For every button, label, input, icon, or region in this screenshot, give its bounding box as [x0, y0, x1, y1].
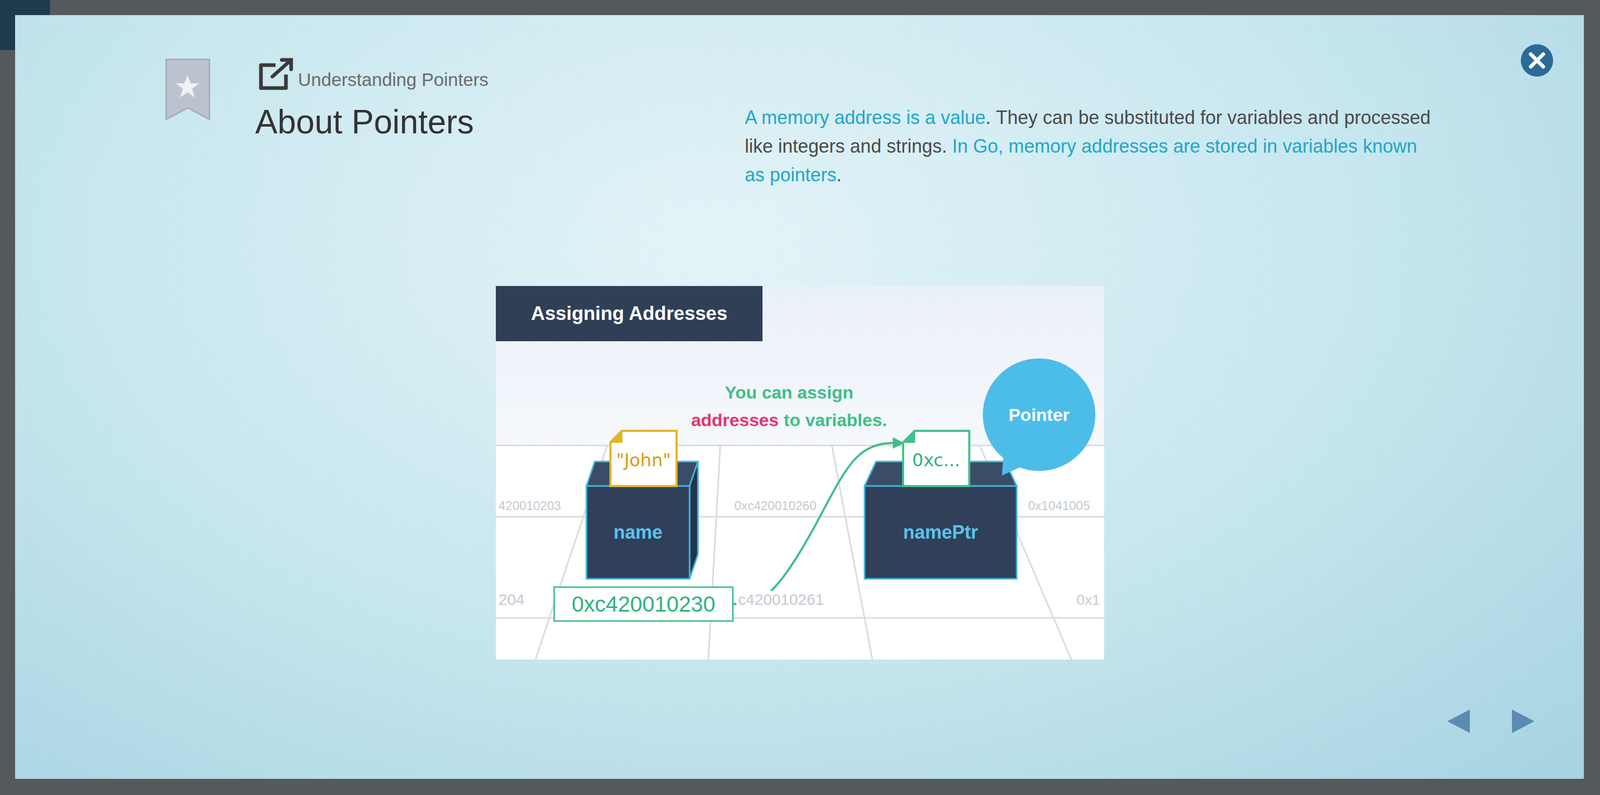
caption-keyword: addresses [691, 409, 779, 430]
external-link-arrow [272, 59, 292, 77]
box-outline [554, 586, 733, 621]
address-label: c420010261 [736, 590, 826, 609]
box-outline [495, 285, 763, 342]
body-text: . [836, 164, 842, 186]
title-banner: Assigning Addresses [495, 285, 763, 342]
node-text: 0xc420010230 [571, 591, 716, 617]
node-label-area: 0xc420010230 [554, 586, 733, 621]
node-text: "John" [616, 449, 671, 471]
note-fold [903, 430, 915, 443]
next-arrow [1511, 709, 1535, 733]
note-paper [610, 430, 677, 486]
address-box: 0xc420010230 [554, 586, 733, 621]
modal-panel: A memory address is a value.They can be … [15, 15, 1584, 779]
address-label: 0x1 [1075, 591, 1102, 609]
speech-bubble: Pointer [982, 358, 1096, 471]
node-text: Pointer [1008, 404, 1070, 425]
address-label: 204 [496, 590, 527, 609]
caption-text: You can assign [725, 382, 854, 403]
node-label-area: 0xc... [903, 433, 970, 486]
address-label: 0x1041005 [1026, 498, 1092, 514]
value-note: "John" [610, 430, 677, 486]
note-paper [903, 430, 970, 486]
illustration-panel: You can assign addressesto variables. 42… [495, 285, 1105, 660]
note-fold [610, 430, 622, 443]
node-text: 0xc... [911, 449, 960, 471]
node-label-area: Pointer [982, 358, 1096, 471]
node-text: Assigning Addresses [531, 302, 728, 325]
description-paragraph: A memory address is a value.They can be … [744, 103, 1433, 190]
highlight-text: A memory address is a value [744, 106, 986, 129]
caption-block: You can assign addressesto variables. [580, 378, 998, 434]
caption-line: You can assign [580, 378, 998, 407]
body-text: . [985, 106, 991, 129]
bookmark-icon [166, 59, 210, 120]
breadcrumb-text: Understanding Pointers [297, 69, 489, 91]
star-icon [175, 75, 200, 98]
close-icon [1530, 54, 1544, 67]
page-title: About Pointers [255, 102, 474, 142]
box-front [586, 485, 690, 579]
node-label-area: "John" [610, 433, 677, 486]
address-note: 0xc... [903, 430, 970, 486]
bubble-circle [982, 358, 1096, 471]
previous-arrow [1447, 709, 1470, 733]
node-label-area: name [586, 485, 690, 579]
address-label: 420010203 [496, 498, 563, 514]
node-text: namePtr [903, 521, 979, 544]
node-text: name [613, 521, 663, 544]
grid-line [708, 445, 721, 660]
node-label-area: namePtr [864, 485, 1017, 579]
close-button [1520, 44, 1554, 77]
caption-text: to variables. [783, 409, 887, 430]
node-label-area: Assigning Addresses [495, 285, 763, 342]
box-front [864, 485, 1017, 579]
address-label: 0xc420010260 [732, 498, 818, 514]
box-side [689, 461, 698, 579]
